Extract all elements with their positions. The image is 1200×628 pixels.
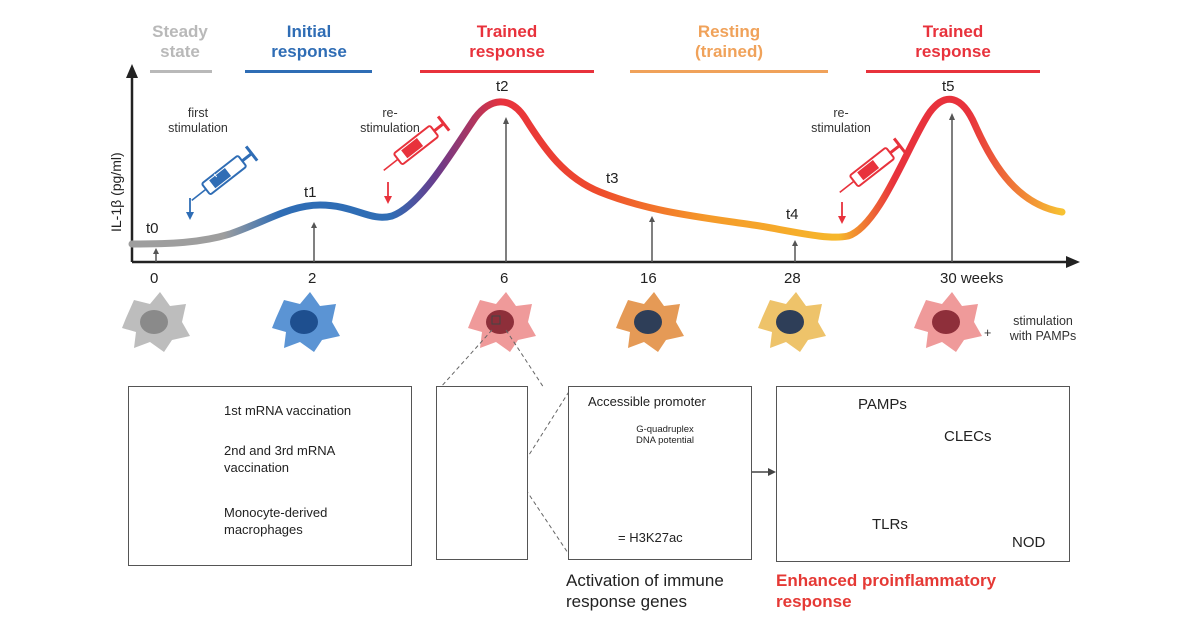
phase-resting: Resting (trained) xyxy=(630,22,828,62)
receptor-box xyxy=(776,386,1070,562)
tick-2: 2 xyxy=(308,270,317,287)
first-stimulation-label: first stimulation xyxy=(168,106,228,135)
phase-trained2-line1: Trained xyxy=(922,22,984,41)
phase-trained-response-2: Trained response xyxy=(866,22,1040,62)
phase-resting-line1: Resting xyxy=(697,22,761,41)
phase-initial-underline xyxy=(245,70,372,73)
phase-trained1-line1: Trained xyxy=(476,22,538,41)
il1b-curve xyxy=(128,95,1066,248)
phase-trained1-line2: response xyxy=(469,42,545,61)
promoter-box xyxy=(568,386,752,560)
promoter-to-response-arrowhead xyxy=(768,468,776,476)
macrophage-cell-yellow-icon xyxy=(758,292,826,352)
phase-trained2-line2: response xyxy=(915,42,991,61)
macrophage-cell-pink-icon-t5 xyxy=(914,292,982,352)
h3k27ac-label: = H3K27ac xyxy=(618,530,683,545)
timepoint-t2: t2 xyxy=(496,78,509,95)
t0-arrowhead xyxy=(153,248,159,254)
macrophage-cell-orange-icon xyxy=(616,292,684,352)
activation-caption: Activation of immune response genes xyxy=(566,571,724,611)
restimulation-label-1: re- stimulation xyxy=(360,106,420,135)
phase-steady-line1: Steady xyxy=(152,22,208,41)
phase-trained2-underline xyxy=(866,70,1040,73)
timepoint-t4: t4 xyxy=(786,206,799,223)
phase-initial-line2: response xyxy=(271,42,347,61)
phase-steady-line2: state xyxy=(160,42,200,61)
zoom-line-chrom-top xyxy=(521,389,571,467)
phase-initial-line1: Initial xyxy=(286,22,332,41)
stimulation-with-pamps-label: stimulation with PAMPs xyxy=(1009,314,1077,343)
restim2-arrowhead xyxy=(838,216,846,224)
timepoint-t0: t0 xyxy=(146,220,159,237)
x-axis-arrowhead xyxy=(1066,256,1080,268)
tick-0: 0 xyxy=(150,270,159,287)
enhanced-response-caption: Enhanced proinflammatory response xyxy=(776,571,997,611)
t3-arrowhead xyxy=(649,216,655,222)
phase-steady-state: Steady state xyxy=(138,22,222,62)
restimulation-label-2: re- stimulation xyxy=(811,106,871,135)
macrophage-cell-gray-icon xyxy=(122,292,190,352)
first-stim-arrowhead xyxy=(186,212,194,220)
t5-arrowhead xyxy=(949,113,955,120)
phase-trained1-underline xyxy=(420,70,594,73)
tick-6: 6 xyxy=(500,270,509,287)
phase-resting-underline xyxy=(630,70,828,73)
plus-sign: + xyxy=(984,326,992,340)
nod-label: NOD xyxy=(1012,534,1046,551)
t4-arrowhead xyxy=(792,240,798,246)
syringe-red-icon-1 xyxy=(383,115,451,171)
clecs-label: CLECs xyxy=(944,428,992,445)
macrophage-cell-blue-icon xyxy=(272,292,340,352)
tick-28: 28 xyxy=(784,270,801,287)
accessible-promoter-title: Accessible promoter xyxy=(588,394,706,409)
t2-arrowhead xyxy=(503,117,509,124)
t1-arrowhead xyxy=(311,222,317,228)
zoom-line-right xyxy=(505,329,545,389)
syringe-blue-icon xyxy=(191,145,259,201)
timepoint-t5: t5 xyxy=(942,78,955,95)
phase-trained-response-1: Trained response xyxy=(420,22,594,62)
timepoint-t3: t3 xyxy=(606,170,619,187)
phase-resting-line2: (trained) xyxy=(695,42,763,61)
phase-steady-underline xyxy=(150,70,212,73)
zoom-line-left xyxy=(439,329,493,389)
tick-30-weeks: 30 weeks xyxy=(940,270,1004,287)
tlrs-label: TLRs xyxy=(872,516,908,533)
restim1-arrowhead xyxy=(384,196,392,204)
legend-first-vaccination: 1st mRNA vaccination xyxy=(224,403,352,418)
tick-16: 16 xyxy=(640,270,657,287)
macrophage-cell-pink-icon-t2 xyxy=(468,292,536,352)
zoom-line-chrom-bottom xyxy=(521,483,571,557)
chromosome-box xyxy=(436,386,528,560)
legend-second-third-vaccination: 2nd and 3rd mRNA vaccination xyxy=(224,443,336,475)
syringe-red-icon-2 xyxy=(839,137,907,193)
timepoint-t1: t1 xyxy=(304,184,317,201)
pamps-label: PAMPs xyxy=(858,396,907,413)
legend-box xyxy=(128,386,412,566)
g-quadruplex-label: G-quadruplex DNA potential xyxy=(635,424,695,446)
legend-macrophages: Monocyte-derived macrophages xyxy=(224,505,328,537)
phase-initial-response: Initial response xyxy=(245,22,373,62)
y-axis-arrowhead xyxy=(126,64,138,78)
